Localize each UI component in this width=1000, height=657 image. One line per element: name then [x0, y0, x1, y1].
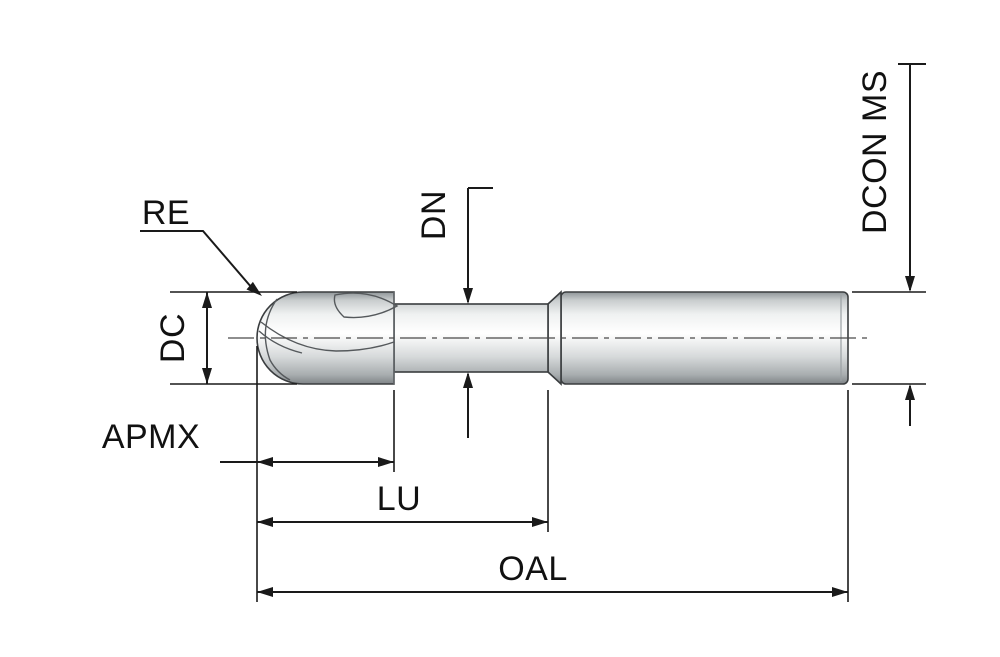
dn-arrow-up — [463, 372, 473, 388]
dim-lu: LU — [257, 390, 549, 532]
apmx-label: APMX — [102, 418, 200, 456]
dim-apmx: APMX — [102, 390, 395, 472]
dim-re: RE — [140, 194, 262, 296]
dim-oal: OAL — [257, 390, 849, 602]
dc-arrow-up — [202, 292, 212, 308]
dim-dcon-ms: DCON MS — [852, 63, 926, 426]
dcon-arrow-down — [905, 276, 915, 292]
dn-label: DN — [415, 190, 453, 240]
flute-spiral-edge — [260, 321, 395, 352]
apmx-arrow-left — [257, 457, 273, 467]
dim-dc: DC — [154, 291, 297, 385]
apmx-arrow-right — [378, 457, 394, 467]
dcon-arrow-up — [905, 384, 915, 400]
ball-nose-edge — [264, 298, 291, 381]
oal-arrow-right — [832, 587, 848, 597]
lu-arrow-left — [257, 517, 273, 527]
oal-label: OAL — [498, 550, 568, 588]
re-leader-line — [140, 230, 253, 289]
dim-dn: DN — [415, 187, 493, 438]
oal-arrow-left — [257, 587, 273, 597]
tool-drawing — [228, 290, 872, 386]
dc-label: DC — [154, 313, 192, 363]
re-label: RE — [142, 194, 190, 232]
tip-cutting-edge — [258, 330, 303, 354]
lu-arrow-right — [532, 517, 548, 527]
dn-arrow-down — [463, 288, 473, 304]
dcon-ms-label: DCON MS — [856, 70, 894, 234]
dc-arrow-down — [202, 368, 212, 384]
flute-land — [333, 292, 399, 319]
lu-label: LU — [377, 480, 421, 518]
